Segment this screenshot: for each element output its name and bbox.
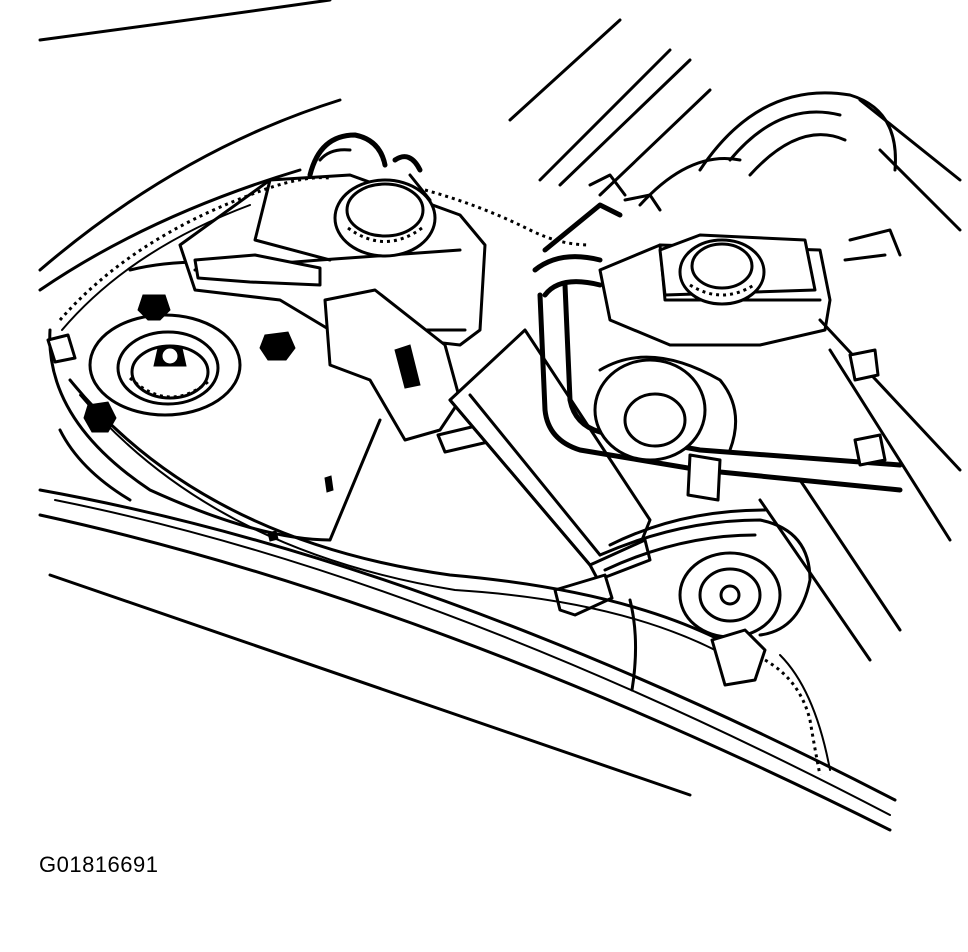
brake-fluid-reservoir bbox=[598, 233, 832, 347]
drive-belt bbox=[598, 508, 812, 639]
coolant-reservoir bbox=[178, 173, 487, 347]
reservoir-hose bbox=[307, 132, 423, 178]
right-frame-edges bbox=[758, 318, 962, 662]
harness-connector bbox=[46, 333, 77, 364]
brake-booster bbox=[638, 91, 962, 232]
cowl-panel-lines bbox=[38, 488, 897, 832]
sensor-cable bbox=[68, 378, 831, 776]
pulley-assembly bbox=[593, 355, 738, 462]
strut-mount bbox=[88, 313, 242, 417]
tower-details bbox=[267, 475, 334, 542]
figure-id-label: G01816691 bbox=[39, 852, 159, 877]
lamp-module-housing bbox=[448, 328, 652, 617]
brake-lines bbox=[508, 18, 902, 262]
hood-edge-lines bbox=[38, 0, 342, 292]
wiring-harness-left bbox=[58, 173, 591, 331]
